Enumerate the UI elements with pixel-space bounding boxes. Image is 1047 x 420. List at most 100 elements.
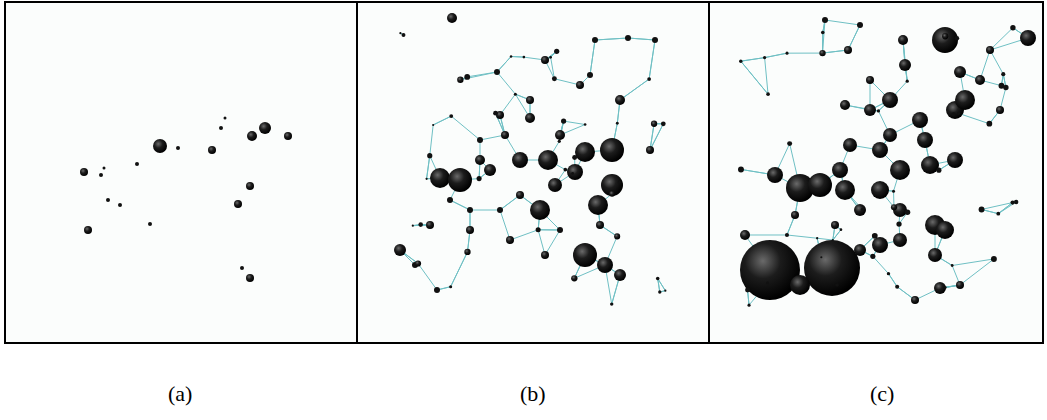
sphere (656, 277, 660, 281)
sphere (494, 69, 500, 75)
sphere (616, 122, 619, 125)
sphere (861, 208, 864, 211)
link-line (765, 58, 768, 95)
sphere (790, 275, 810, 295)
sphere (844, 46, 852, 54)
sphere (944, 286, 947, 289)
link-line (433, 116, 451, 125)
link-line (451, 252, 468, 287)
sphere (898, 35, 908, 45)
sphere (956, 281, 964, 289)
sphere (739, 59, 742, 62)
link-line (787, 235, 817, 238)
sphere (808, 173, 832, 197)
sphere (614, 233, 620, 239)
link-line (817, 238, 833, 240)
sphere (464, 249, 470, 255)
sphere (954, 66, 966, 78)
sphere (208, 146, 216, 154)
link-line (450, 200, 470, 210)
sphere (835, 283, 839, 287)
sphere (887, 272, 890, 275)
sphere (871, 181, 889, 199)
link-line (823, 20, 825, 53)
sphere (822, 17, 828, 23)
link-line (628, 38, 655, 40)
sphere (447, 197, 453, 203)
sphere (587, 72, 593, 78)
sphere (891, 204, 897, 210)
link-line (470, 210, 500, 211)
sphere (592, 37, 598, 43)
sphere (259, 122, 271, 134)
sphere (549, 56, 552, 59)
link-line (848, 25, 860, 50)
sphere (816, 237, 818, 239)
link-line (888, 274, 897, 287)
link-line (998, 203, 1012, 214)
panel-label: (c) (870, 381, 894, 407)
sphere (872, 142, 888, 158)
panel-label: (a) (168, 381, 192, 407)
sphere (555, 130, 565, 140)
sphere (928, 248, 942, 262)
sphere (996, 106, 1004, 114)
sphere (766, 281, 769, 284)
link-line (497, 56, 511, 72)
sphere (596, 221, 604, 229)
sphere (576, 81, 584, 89)
sphere (832, 239, 834, 241)
sphere (917, 132, 933, 148)
link-line (500, 210, 510, 240)
sphere (1010, 200, 1014, 204)
sphere (872, 233, 878, 239)
link-line (888, 274, 897, 287)
sphere (942, 33, 948, 39)
sphere (501, 131, 509, 139)
sphere (493, 111, 498, 116)
sphere (647, 77, 651, 81)
sphere (895, 285, 899, 289)
sphere (921, 156, 939, 174)
sphere (475, 155, 485, 165)
sphere (554, 49, 559, 54)
sphere (912, 112, 928, 128)
sphere (541, 56, 549, 64)
sphere (530, 200, 550, 220)
link-line (620, 79, 649, 100)
sphere (1001, 72, 1005, 76)
sphere (890, 160, 910, 180)
link-line (741, 58, 765, 62)
sphere (572, 155, 577, 160)
sphere (785, 52, 788, 55)
sphere (84, 226, 92, 234)
sphere (820, 256, 822, 258)
sphere (785, 233, 789, 237)
sphere (477, 176, 482, 181)
link-line (551, 57, 555, 78)
link-line (433, 116, 451, 125)
sphere (804, 240, 860, 296)
sphere (426, 221, 434, 229)
sphere (247, 131, 257, 141)
link-line (430, 125, 433, 156)
panel-label: (b) (520, 381, 546, 407)
sphere (740, 240, 800, 300)
sphere (567, 164, 583, 180)
link-line (990, 50, 1003, 74)
link-line (959, 113, 990, 123)
panel-divider (708, 2, 710, 343)
link-line (538, 229, 560, 230)
sphere (747, 304, 750, 307)
sphere (148, 222, 152, 226)
sphere (899, 59, 911, 71)
link-line (620, 79, 649, 100)
sphere (246, 182, 254, 190)
sphere (514, 93, 517, 96)
link-line (427, 156, 430, 179)
sphere (652, 37, 658, 43)
sphere (224, 117, 227, 120)
sphere (986, 46, 994, 54)
sphere (497, 207, 503, 213)
sphere (425, 178, 427, 180)
